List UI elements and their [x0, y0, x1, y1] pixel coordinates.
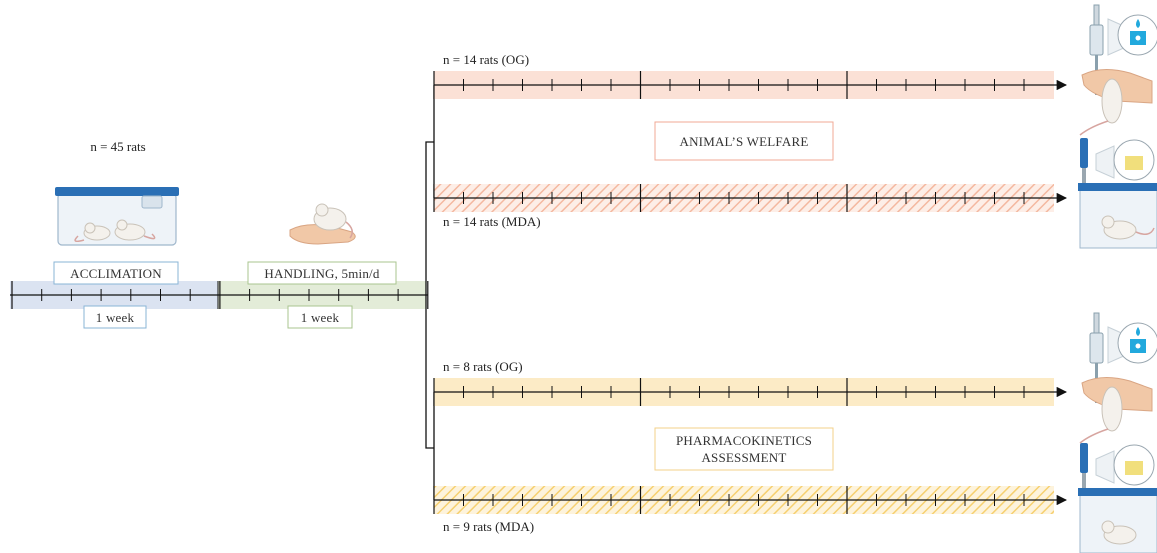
- acclimation-duration: 1 week: [96, 310, 135, 325]
- welfare-mda-cage-icon: [1078, 138, 1157, 248]
- pk-title-line2: ASSESSMENT: [701, 450, 786, 465]
- pk-mda-label: n = 9 rats (MDA): [443, 519, 534, 534]
- handling-duration: 1 week: [301, 310, 340, 325]
- acclimation-duration-box: 1 week: [84, 306, 146, 328]
- welfare-oral-gavage-icon: [1080, 5, 1157, 135]
- welfare-og-label: n = 14 rats (OG): [443, 52, 529, 67]
- pk-mda-row: n = 9 rats (MDA): [434, 486, 1066, 534]
- pk-box: PHARMACOKINETICS ASSESSMENT: [655, 428, 833, 470]
- hand-holding-rat-icon: [290, 204, 355, 244]
- pk-og-row: n = 8 rats (OG): [434, 359, 1066, 406]
- welfare-og-row: n = 14 rats (OG): [434, 52, 1066, 99]
- handling-label: HANDLING, 5min/d: [264, 266, 379, 281]
- pk-oral-gavage-icon: [1080, 313, 1157, 443]
- handling-duration-box: 1 week: [288, 306, 352, 328]
- acclimation-box: ACCLIMATION: [54, 262, 178, 284]
- pk-title-line1: PHARMACOKINETICS: [676, 433, 812, 448]
- acclimation-label: ACCLIMATION: [70, 266, 162, 281]
- pk-og-label: n = 8 rats (OG): [443, 359, 523, 374]
- total-n-label: n = 45 rats: [90, 139, 145, 154]
- handling-box: HANDLING, 5min/d: [248, 262, 396, 284]
- rat-cage-icon: [55, 187, 179, 245]
- welfare-box: ANIMAL’S WELFARE: [655, 122, 833, 160]
- welfare-mda-label: n = 14 rats (MDA): [443, 214, 541, 229]
- pk-mda-cage-icon: [1078, 443, 1157, 553]
- welfare-title: ANIMAL’S WELFARE: [680, 134, 809, 149]
- welfare-mda-row: n = 14 rats (MDA): [434, 184, 1066, 229]
